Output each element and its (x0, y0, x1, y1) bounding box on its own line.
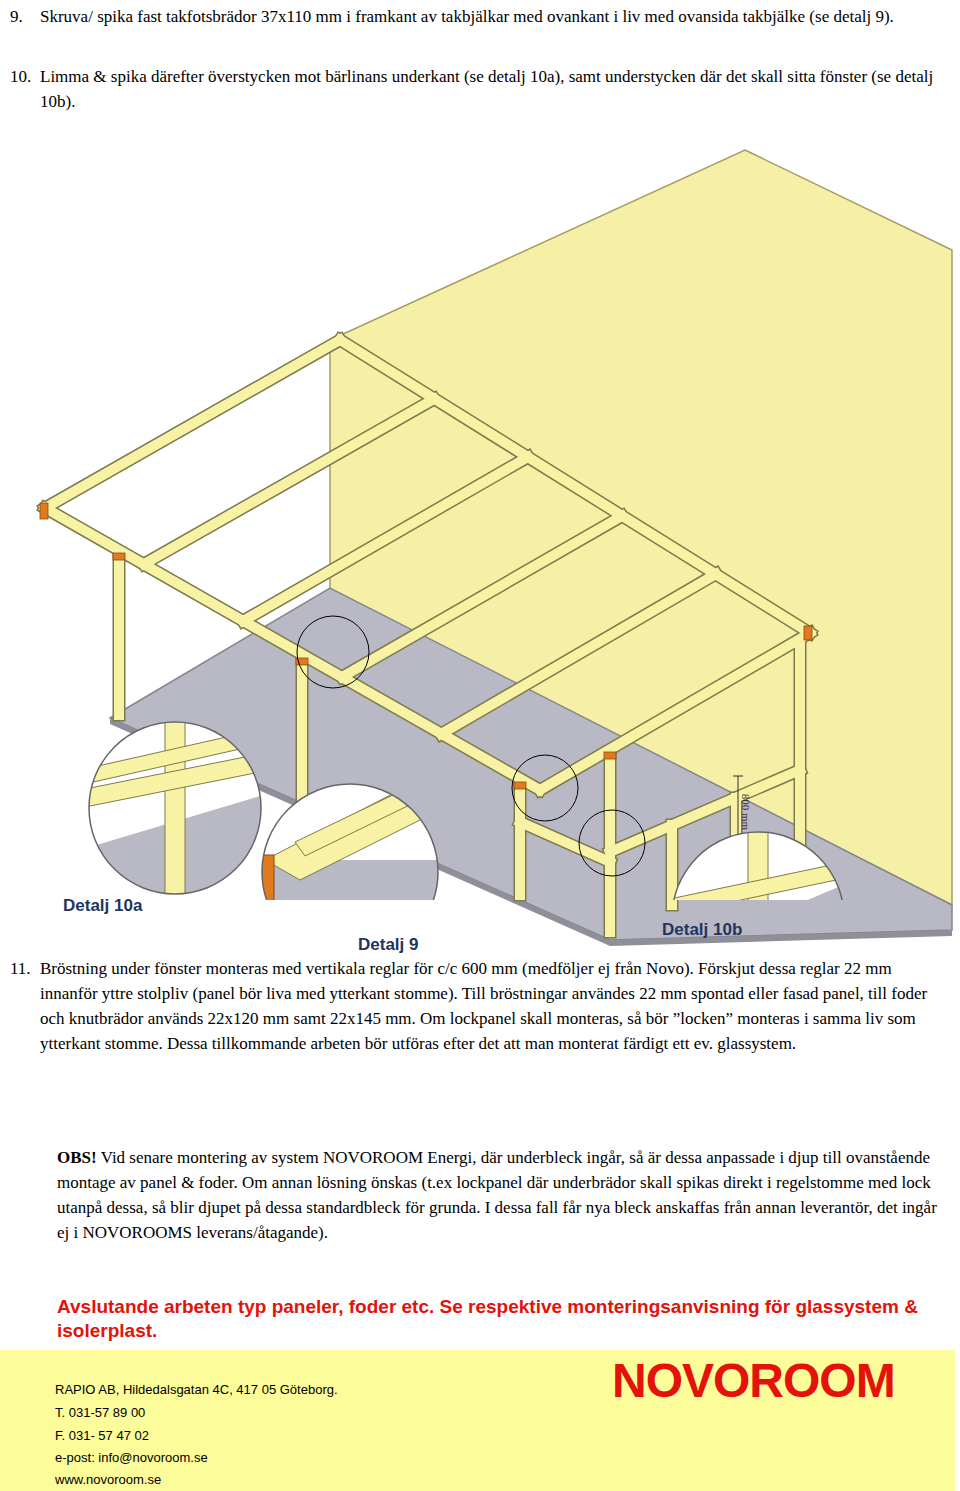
web-line: www.novoroom.se (55, 1472, 161, 1488)
footer-band: RAPIO AB, Hildedalsgatan 4C, 417 05 Göte… (0, 1350, 955, 1491)
fax-line: F. 031- 57 47 02 (55, 1428, 149, 1444)
note-paragraph: OBS! Vid senare montering av system NOVO… (57, 1145, 947, 1245)
detail-10a-inset (80, 710, 280, 900)
brand-logo: NOVOROOM (612, 1354, 895, 1408)
detail-9-inset (255, 780, 455, 900)
step-number: 11. (10, 956, 31, 981)
detail-label: Detalj 10a (63, 896, 142, 916)
dimension-label: 800 mm (740, 794, 752, 830)
step-number: 10. (10, 64, 31, 89)
detail-insets (80, 710, 855, 900)
step-number: 9. (10, 4, 23, 29)
detail-label: Detalj 10b (662, 920, 742, 940)
note-heading: OBS! (57, 1148, 97, 1167)
closing-note: Avslutande arbeten typ paneler, foder et… (57, 1295, 952, 1343)
note-text: Vid senare montering av system NOVOROOM … (57, 1148, 937, 1242)
phone-line: T. 031-57 89 00 (55, 1405, 145, 1421)
step-text: Limma & spika därefter överstycken mot b… (40, 64, 945, 114)
detail-10b-inset (665, 825, 855, 900)
detail-label: Detalj 9 (358, 935, 418, 955)
email-line: e-post: info@novoroom.se (55, 1450, 208, 1466)
step-text: Bröstning under fönster monteras med ver… (40, 956, 945, 1056)
step-text: Skruva/ spika fast takfotsbrädor 37x110 … (40, 4, 945, 29)
address-line: RAPIO AB, Hildedalsgatan 4C, 417 05 Göte… (55, 1382, 338, 1398)
